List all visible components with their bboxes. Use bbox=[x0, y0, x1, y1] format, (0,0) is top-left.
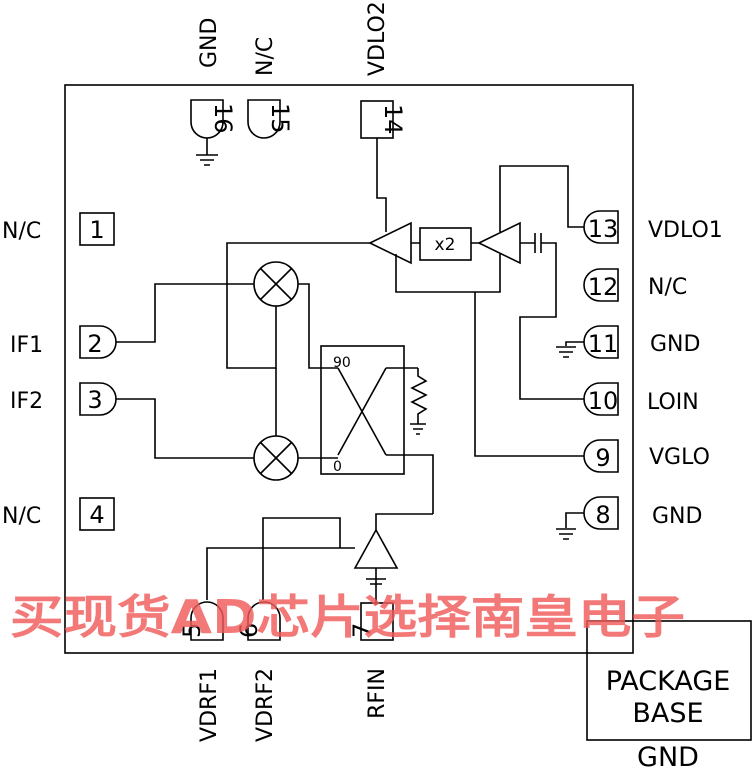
pin-14-label: VDLO2 bbox=[365, 1, 390, 76]
pin-3-pad bbox=[79, 382, 117, 416]
pin-7-number: 7 bbox=[348, 623, 376, 638]
pin-3-label: IF2 bbox=[10, 389, 43, 414]
hybrid-label-0: 0 bbox=[333, 459, 342, 475]
multiplier-box bbox=[419, 227, 472, 261]
pin-15-label: N/C bbox=[253, 37, 278, 76]
pin-16-pad bbox=[190, 99, 224, 139]
pin-7-box bbox=[360, 602, 394, 641]
package-base-gnd: GND bbox=[637, 742, 699, 772]
lo-feed-wire bbox=[226, 242, 370, 369]
pin-13-pad bbox=[583, 210, 619, 244]
pin-14-number: 14 bbox=[379, 104, 407, 135]
pin-8-pad bbox=[583, 496, 619, 530]
pin-1-label: N/C bbox=[2, 219, 41, 244]
pin-11-label: GND bbox=[650, 332, 700, 357]
vdrf2-wire bbox=[262, 517, 341, 600]
if1-wire bbox=[116, 283, 254, 343]
pin-5-pad bbox=[190, 601, 224, 641]
pin-2-number: 2 bbox=[87, 330, 102, 358]
termination-resistor-icon bbox=[410, 368, 428, 435]
pin-13-label: VDLO1 bbox=[648, 218, 723, 243]
pin-8-number: 8 bbox=[595, 501, 610, 529]
mixer-bottom-icon bbox=[253, 435, 299, 481]
pin-1-number: 1 bbox=[89, 216, 104, 244]
pin-4-number: 4 bbox=[89, 501, 104, 529]
rf-amp-wires bbox=[206, 513, 433, 605]
pin-6-pad bbox=[247, 601, 281, 641]
pin-11-pad bbox=[583, 325, 619, 359]
pin-2-pad bbox=[79, 325, 117, 359]
pin-9-number: 9 bbox=[595, 444, 610, 472]
pin-10-number: 10 bbox=[588, 387, 619, 415]
vdlo2-wire bbox=[376, 138, 387, 232]
ground-symbol-pin8 bbox=[556, 512, 584, 540]
pin-11-number: 11 bbox=[588, 330, 619, 358]
pin-5-label: VDRF1 bbox=[197, 668, 222, 742]
pin-12-number: 12 bbox=[588, 273, 619, 301]
lo-chain-wires bbox=[411, 242, 584, 400]
package-base-line1: PACKAGE bbox=[606, 666, 731, 697]
pin-1-box bbox=[79, 212, 115, 246]
quadrature-hybrid-box bbox=[320, 345, 405, 475]
pin-6-label: VDRF2 bbox=[253, 668, 278, 742]
package-outline bbox=[64, 84, 634, 654]
pin-12-pad bbox=[583, 268, 619, 302]
hybrid-port-wires bbox=[298, 283, 434, 514]
pin-10-label: LOIN bbox=[647, 390, 699, 415]
pin-10-pad bbox=[583, 382, 619, 416]
pin-8-label: GND bbox=[652, 504, 702, 529]
hybrid-label-90: 90 bbox=[333, 355, 351, 371]
dc-block-capacitor-icon bbox=[534, 233, 542, 253]
pin-2-label: IF1 bbox=[10, 333, 43, 358]
pin-15-number: 15 bbox=[266, 103, 294, 134]
if2-wire bbox=[116, 398, 254, 459]
pin-5-number: 5 bbox=[178, 623, 206, 638]
pin-12-label: N/C bbox=[648, 275, 687, 300]
lo-amp-output-icon bbox=[368, 221, 412, 265]
pin-9-pad bbox=[583, 439, 619, 473]
pin-6-number: 6 bbox=[235, 623, 263, 638]
hybrid-cross bbox=[337, 367, 387, 456]
lo-bias-wires bbox=[395, 254, 584, 457]
pin-16-number: 16 bbox=[209, 103, 237, 134]
multiplier-label: x2 bbox=[435, 235, 456, 255]
pin-7-label: RFIN bbox=[365, 668, 390, 719]
ground-symbol-pin11 bbox=[556, 341, 584, 358]
rf-amplifier-icon bbox=[353, 528, 399, 569]
pin-15-pad bbox=[247, 99, 281, 139]
package-base-box bbox=[586, 620, 752, 741]
vdlo1-wire bbox=[499, 165, 584, 232]
pin-13-number: 13 bbox=[588, 215, 619, 243]
mixer-top-icon bbox=[253, 261, 299, 307]
pin-9-label: VGLO bbox=[649, 445, 710, 470]
pin-3-number: 3 bbox=[87, 386, 102, 414]
pin-16-label: GND bbox=[197, 18, 222, 68]
pin-4-box bbox=[79, 497, 115, 531]
ground-symbol-pin16 bbox=[196, 138, 218, 166]
watermark-text: 买现货AD芯片选择南皇电子 bbox=[10, 590, 685, 644]
pin-4-label: N/C bbox=[2, 504, 41, 529]
package-base-line2: BASE bbox=[632, 698, 703, 729]
